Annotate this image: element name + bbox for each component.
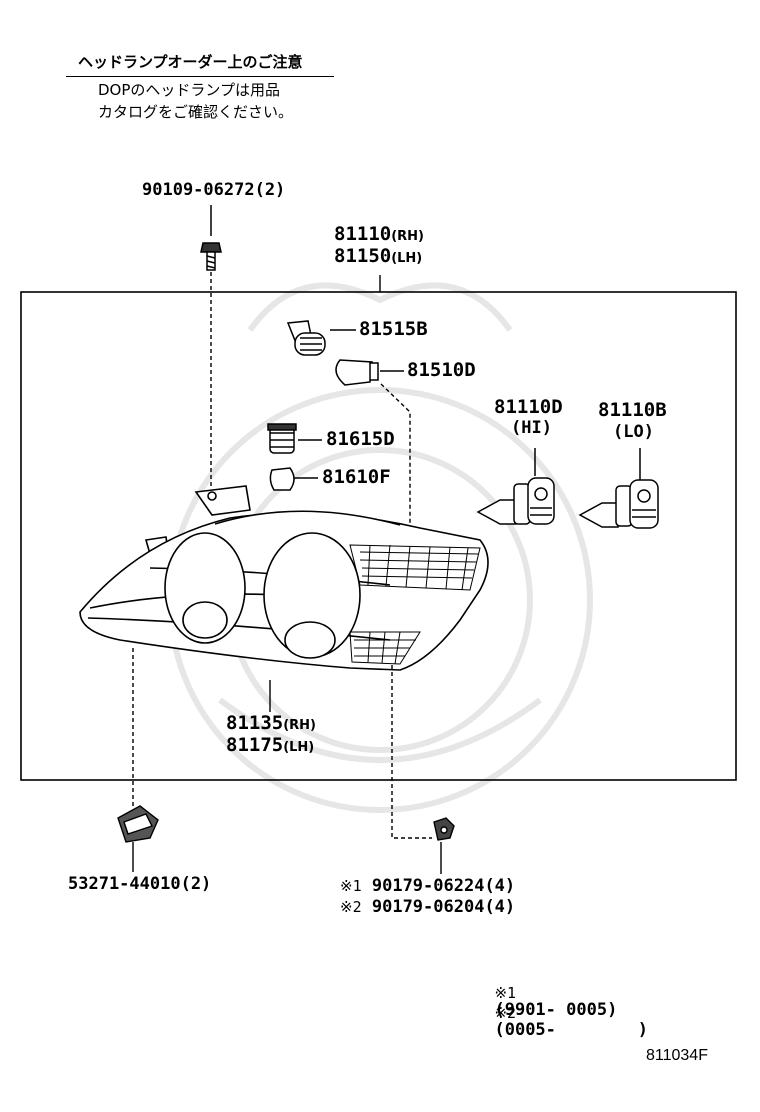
part-label-clip[interactable]: 53271-44010(2) <box>68 874 212 894</box>
part-label-lens-lh[interactable]: 81175(LH) <box>226 736 314 755</box>
part-label-assy-rh[interactable]: 81110(RH) <box>334 225 424 244</box>
note-line-1: DOPのヘッドランプは用品 <box>98 81 280 99</box>
part-label-81110b-sub: (LO) <box>613 422 654 442</box>
socket-81615d-icon <box>267 423 297 454</box>
footnote-date-range: (0005- ) <box>494 1020 649 1040</box>
part-number: 90179-06224(4) <box>371 876 516 896</box>
side-suffix: (LH) <box>283 740 315 755</box>
nut-dashed-guide <box>391 665 432 839</box>
diagram-code: 811034F <box>646 1047 708 1064</box>
hi-beam-bulb-icon <box>476 448 555 525</box>
assembly-boundary-box <box>20 291 737 781</box>
part-number: 81110 <box>334 223 392 245</box>
bulb-81610f-icon <box>269 467 295 491</box>
note-title-underline <box>66 76 334 77</box>
bulb-81515b-icon <box>286 320 326 356</box>
footnote-mark: ※2 <box>340 898 362 916</box>
part-number: 90179-06204(4) <box>371 897 516 917</box>
side-suffix: (RH) <box>391 229 424 244</box>
footnote-date-range: (9901- 0005) <box>494 1000 618 1020</box>
clip-icon <box>117 805 159 843</box>
part-label-81110d[interactable]: 81110D <box>494 396 563 418</box>
part-number: 81175 <box>226 734 284 756</box>
part-label-81510d[interactable]: 81510D <box>407 359 476 381</box>
side-suffix: (LH) <box>391 251 423 266</box>
part-label-nut-1[interactable]: ※1 90179-06224(4) <box>340 878 515 895</box>
bolt-icon <box>200 205 222 271</box>
part-label-lens-rh[interactable]: 81135(RH) <box>226 714 316 733</box>
part-label-81110b[interactable]: 81110B <box>598 399 667 421</box>
footnote-mark: ※1 <box>340 877 362 895</box>
note-title: ヘッドランプオーダー上のご注意 <box>78 53 303 71</box>
part-label-81515b[interactable]: 81515B <box>359 318 428 340</box>
part-label-nut-2[interactable]: ※2 90179-06204(4) <box>340 899 515 916</box>
bulb-81510d-icon <box>335 359 379 386</box>
part-number: 81135 <box>226 712 284 734</box>
footnote-mark: ※1 <box>494 984 517 1002</box>
part-label-81615d[interactable]: 81615D <box>326 428 395 450</box>
part-label-bolt[interactable]: 90109-06272(2) <box>142 180 286 200</box>
note-line-2: カタログをご確認ください。 <box>98 103 294 121</box>
nut-icon <box>433 817 455 841</box>
part-label-assy-lh[interactable]: 81150(LH) <box>334 247 422 266</box>
part-label-81610f[interactable]: 81610F <box>322 466 391 488</box>
lo-beam-bulb-icon <box>578 448 659 529</box>
part-number: 81150 <box>334 245 392 267</box>
watermark-emblem <box>167 282 593 813</box>
footnote-2: ※2 (0005- ) <box>474 988 648 1039</box>
footnote-mark: ※2 <box>494 1004 517 1022</box>
turn-signal-lens-icon <box>349 544 481 665</box>
side-suffix: (RH) <box>283 718 316 733</box>
bulb-81510d-dashed-guide <box>380 383 411 530</box>
footnote-1: ※1 (9901- 0005) <box>474 968 617 1019</box>
part-label-81110d-sub: (HI) <box>511 418 552 438</box>
